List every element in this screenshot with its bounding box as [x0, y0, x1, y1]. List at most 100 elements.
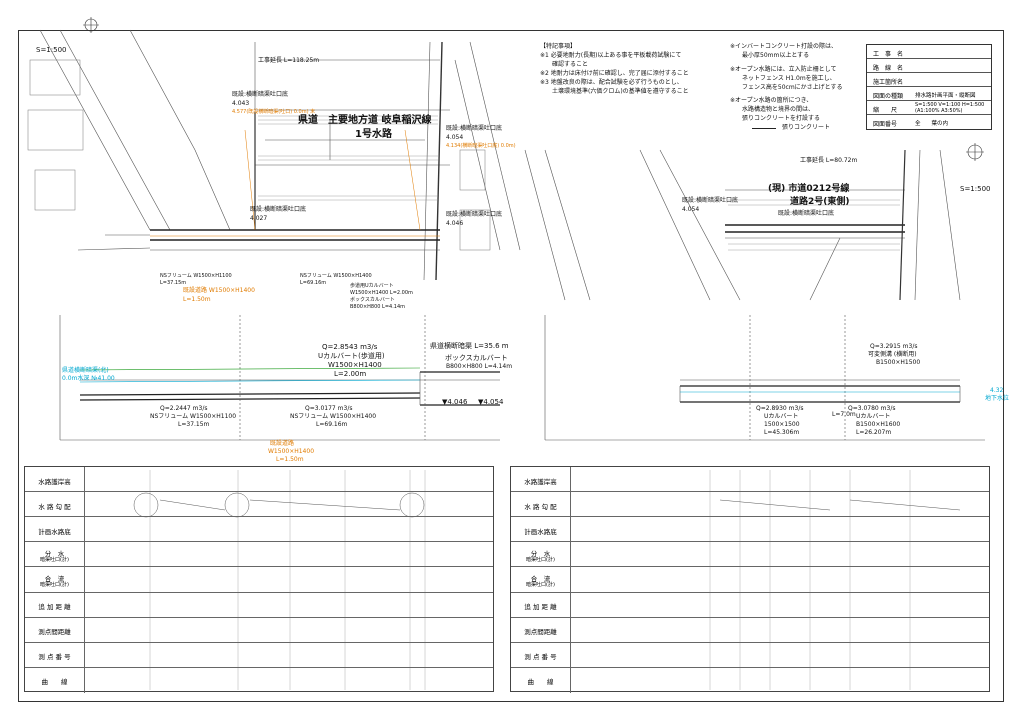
left-flow-3: Q=2.8543 m3/s — [322, 343, 378, 351]
left-flow-2b: NSフリューム W1500×H1400 — [290, 413, 377, 420]
left-road-name: 県道 主要地方道 岐阜稲沢線 — [298, 115, 432, 126]
open-note-2b: 水路構造物と境界の間は、 — [742, 106, 815, 113]
table-row-label: 水 路 勾 配 — [524, 502, 557, 511]
right-road-name-2: 道路2号(東側) — [790, 197, 850, 207]
special-note-3: ※3 地盤改良の際は、配合試験を必ず行うものとし、 — [540, 79, 683, 86]
culvert-note-2: L=37.15m — [160, 280, 187, 286]
special-note-1: ※1 必要地耐力(長期)以上ある事を平板載荷試験にて — [540, 52, 682, 59]
table-row-label: 曲 線 — [527, 678, 554, 687]
table-row-header: 水 路 勾 配 — [511, 492, 571, 517]
u-culvert-2: W1500×H1400 L=2.00m — [350, 290, 413, 296]
label-a3-sub: 4.134(横断暗渠吐口底) 0.0m) — [446, 143, 516, 149]
tb-label-1: 工 事 名 — [873, 51, 904, 58]
right-flow-2b: Uカルバート — [856, 413, 891, 420]
table-row-label: 合 流 — [530, 574, 551, 583]
table-row: 水路護岸高 — [511, 467, 989, 493]
existing-road: 既設道路 W1500×H1400 — [183, 287, 255, 294]
title-block: 工 事 名 路 線 名 施工箇所名 図面の種類 排水路計画平面・縦断図 縮 尺 … — [866, 44, 992, 130]
titleblock-row-4: 図面の種類 排水路計画平面・縦断図 — [867, 87, 991, 101]
titleblock-row-2: 路 線 名 — [867, 59, 991, 73]
left-flow-1b: NSフリューム W1500×H1100 — [150, 413, 237, 420]
tb-value-6: 全 葉の内 — [915, 121, 949, 127]
tb-label-2: 路 線 名 — [873, 65, 904, 72]
right-flow-1c: 1500×1500 — [764, 421, 800, 428]
tb-label-5: 縮 尺 — [873, 107, 898, 114]
table-row-header: 合 流暗渠吐口(計) — [25, 567, 85, 592]
table-row-label: 水路護岸高 — [524, 477, 557, 486]
table-row: 計画水路底 — [25, 517, 493, 543]
table-row: 測点間距離 — [25, 617, 493, 643]
right-flow-2d: L=26.207m — [856, 429, 892, 436]
invert-note: ※インバートコンクリート打設の際は、 — [730, 43, 838, 50]
left-flow-3d: L=2.00m — [334, 370, 367, 378]
table-row-header: 分 水暗渠吐口(計) — [511, 542, 571, 567]
tb-value-5b: (A1:100% A3:50%) — [915, 108, 963, 114]
right-mid: L=7.0m — [832, 411, 856, 418]
left-flow-2c: L=69.16m — [316, 421, 348, 428]
table-row-header: 測 点 番 号 — [25, 642, 85, 667]
special-note-3b: 土壌環境基準(六価クロム)の基準値を遵守すること — [552, 88, 689, 95]
left-flow-1: Q=2.2447 m3/s — [160, 405, 208, 412]
table-row-label: 水 路 勾 配 — [38, 502, 71, 511]
right-cyan-label: 4.32 — [990, 387, 1004, 394]
table-row: 追 加 距 離 — [511, 592, 989, 618]
table-row-sublabel: 暗渠吐口(計) — [526, 556, 555, 563]
left-flow-1c: L=37.15m — [178, 421, 210, 428]
tb-value-4: 排水路計画平面・縦断図 — [915, 93, 976, 99]
table-row-header: 曲 線 — [25, 667, 85, 693]
label-b1-value: 4.054 — [682, 206, 700, 213]
label-a3-value: 4.054 — [446, 134, 464, 141]
table-row: 水路護岸高 — [25, 467, 493, 493]
culvert-note: NSフリューム W1500×H1100 — [160, 273, 232, 279]
open-note-2: ※オープン水路の箇所につき、 — [730, 97, 813, 104]
table-row-header: 追 加 距 離 — [511, 592, 571, 617]
table-row-header: 追 加 距 離 — [25, 592, 85, 617]
left-cyan-label: 県道横断暗渠(北) — [62, 367, 109, 374]
open-note-1c: フェンス高を50cmにかさ上げとする — [742, 84, 843, 91]
table-row-label: 測 点 番 号 — [38, 653, 71, 662]
table-row-header: 曲 線 — [511, 667, 571, 693]
right-flow-1b: Uカルバート — [764, 413, 799, 420]
table-row: 計画水路底 — [511, 517, 989, 543]
tb-label-4: 図面の種類 — [873, 93, 904, 100]
right-cyan-label-b: 地下水位 — [985, 395, 1010, 402]
table-row-label: 曲 線 — [41, 678, 68, 687]
right-flow-3c: B1500×H1500 — [876, 359, 921, 366]
left-flow-3b: Uカルバート(歩道用) — [318, 352, 385, 360]
orange-note: 4.577(既設横断暗渠(吐口) 0.0m) 末 — [232, 109, 316, 115]
table-row-label: 測点間距離 — [38, 628, 71, 637]
tb-label-3: 施工箇所名 — [873, 79, 904, 86]
table-row-header: 水路護岸高 — [511, 467, 571, 492]
sheet-frame — [18, 30, 1004, 702]
legend-line — [752, 128, 776, 129]
table-row-label: 分 水 — [530, 549, 551, 558]
left-existing-b: W1500×H1400 — [268, 448, 315, 455]
box-culvert: ボックスカルバート — [350, 297, 395, 303]
label-a4-value: 4.046 — [446, 220, 464, 227]
table-row-header: 測点間距離 — [25, 617, 85, 642]
table-row-header: 水路護岸高 — [25, 467, 85, 492]
table-row-sublabel: 暗渠吐口(計) — [526, 581, 555, 588]
left-works-length: 工事延長 L=118.25m — [258, 57, 320, 64]
invert-note-b: 最小厚50mm以上とする — [742, 52, 810, 59]
profile-table-left: 水路護岸高水 路 勾 配計画水路底分 水暗渠吐口(計)合 流暗渠吐口(計)追 加… — [24, 466, 494, 693]
table-row-header: 測点間距離 — [511, 617, 571, 642]
tb-value-5: S=1:500 V=1:100 H=1:500 — [915, 102, 985, 108]
flume-note-2: L=69.16m — [300, 280, 327, 286]
right-plan-scale: S=1:500 — [960, 185, 991, 193]
table-row-label: 測点間距離 — [524, 628, 557, 637]
special-note-2: ※2 地耐力は床付け前に確認し、完了届に添付すること — [540, 70, 689, 77]
table-row: 追 加 距 離 — [25, 592, 493, 618]
right-flow-3b: 可変側溝 (横断用) — [868, 351, 917, 358]
table-row: 合 流暗渠吐口(計) — [511, 567, 989, 593]
box-culvert-2: B800×H800 L=4.14m — [350, 304, 406, 310]
left-cyan-label-b: 0.0m水深 №41.00 — [62, 375, 115, 382]
left-plan-scale: S=1:500 — [36, 46, 67, 54]
profile-table-right: 水路護岸高水 路 勾 配計画水路底分 水暗渠吐口(計)合 流暗渠吐口(計)追 加… — [510, 466, 990, 693]
titleblock-row-3: 施工箇所名 — [867, 73, 991, 87]
titleblock-row-1: 工 事 名 — [867, 45, 991, 59]
table-row-header: 測 点 番 号 — [511, 642, 571, 667]
label-a2-value: 4.027 — [250, 215, 268, 222]
